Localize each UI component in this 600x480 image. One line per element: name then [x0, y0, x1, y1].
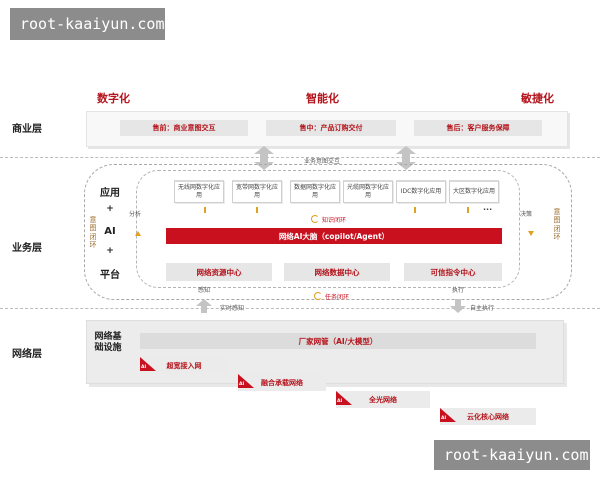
app-card-broadband: 宽带网数字化应用 — [232, 180, 282, 203]
perception-label: 感知 — [198, 287, 211, 294]
execution-label: 执行 — [452, 287, 465, 294]
auto-execution-label: 自主执行 — [470, 305, 495, 312]
business-item-sale: 售中：产品订购交付 — [266, 120, 396, 136]
app-card-datanet: 数据网数字化应用 — [290, 180, 340, 203]
arrow-icon — [467, 207, 469, 213]
task-loop-label: 任务闭环 — [325, 294, 350, 301]
analysis-label: 分析 — [129, 211, 142, 218]
net-item-label: 云化核心网络 — [467, 412, 509, 421]
service-layer-frame — [84, 164, 572, 300]
business-item-aftersale: 售后：客户服务保障 — [414, 120, 542, 136]
net-item-label: 全光网络 — [369, 395, 397, 404]
pillar-intelligent: 智能化 — [306, 92, 339, 105]
plus-sign: + — [106, 204, 114, 214]
layer-label-service: 业务层 — [12, 243, 42, 254]
loop-icon — [314, 292, 322, 300]
layer-label-network: 网络层 — [12, 349, 42, 360]
pillar-agile: 敏捷化 — [521, 92, 554, 105]
left-intent-loop-label: 意图闭环 — [89, 216, 97, 250]
center-network-resource: 网络资源中心 — [166, 263, 272, 281]
layer-separator — [0, 157, 600, 158]
decision-label: 决策 — [520, 211, 533, 218]
app-label: 应用 — [100, 188, 120, 199]
arrow-icon — [256, 207, 258, 213]
down-arrow-icon — [450, 299, 466, 313]
ai-tag-icon: AI — [140, 357, 156, 371]
center-network-data: 网络数据中心 — [284, 263, 390, 281]
watermark: root-kaaiyun.com — [10, 8, 165, 40]
arrow-icon — [204, 207, 206, 213]
net-item-bearer: AI 融合承载网络 — [238, 374, 326, 391]
up-arrow-icon — [196, 299, 212, 313]
loop-icon — [311, 215, 319, 223]
net-item-label: 超宽接入网 — [166, 361, 202, 370]
loop-arrow-icon — [528, 231, 534, 236]
app-card-wireless: 无线网数字化应用 — [174, 180, 224, 203]
realtime-perception-label: 实时感知 — [220, 305, 245, 312]
net-item-label: 融合承载网络 — [261, 378, 303, 387]
arrow-icon — [414, 207, 416, 213]
business-item-presale: 售前：商业意图交互 — [120, 120, 248, 136]
knowledge-loop-label: 知识闭环 — [322, 217, 347, 224]
net-item-optical: AI 全光网络 — [336, 391, 430, 408]
plus-sign: + — [106, 246, 114, 256]
ai-brain-bar: 网络AI大脑（copilot/Agent） — [166, 228, 502, 244]
intent-interaction-label: 业务意图交互 — [304, 158, 341, 165]
layer-separator — [0, 308, 600, 309]
ai-tag-icon: AI — [336, 391, 352, 405]
right-intent-loop-label: 意图闭环 — [553, 208, 561, 242]
network-infra-label: 网络基础设施 — [94, 332, 122, 354]
app-card-idc: IDC数字化应用 — [396, 180, 446, 203]
vendor-nms: 厂家网管（AI/大模型） — [140, 333, 536, 349]
platform-label: 平台 — [100, 270, 120, 281]
layer-label-business: 商业层 — [12, 124, 42, 135]
more-apps-ellipsis: ··· — [483, 205, 493, 214]
ai-tag-icon: AI — [440, 408, 456, 422]
app-card-fiber: 光缆网数字化应用 — [343, 180, 393, 203]
net-item-core: AI 云化核心网络 — [440, 408, 536, 425]
watermark: root-kaaiyun.com — [434, 440, 590, 470]
inner-loop-frame — [136, 170, 520, 288]
loop-arrow-icon — [135, 231, 141, 236]
net-item-access: AI 超宽接入网 — [140, 357, 228, 374]
ai-tag-icon: AI — [238, 374, 254, 388]
pillar-digital: 数字化 — [97, 92, 130, 105]
ai-label: AI — [104, 226, 116, 237]
app-card-region: 大区数字化应用 — [449, 180, 499, 203]
center-trusted-command: 可信指令中心 — [404, 263, 502, 281]
